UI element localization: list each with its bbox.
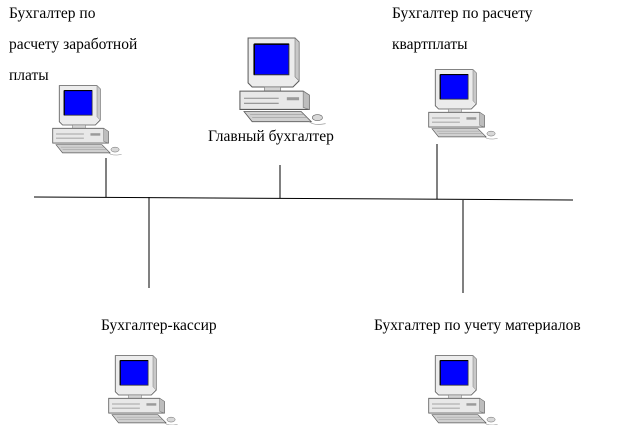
computer-icon-materials: [428, 355, 499, 426]
label-materials-line-1: Бухгалтер по учету материалов: [374, 317, 581, 334]
label-chief-line-1: Главный бухгалтер: [208, 128, 334, 145]
label-rent-line-1: Бухгалтер по расчету: [392, 5, 533, 22]
label-cashier: Бухгалтер-кассир: [101, 310, 217, 341]
label-payroll-line-2: расчету заработной: [9, 36, 138, 53]
label-cashier-line-1: Бухгалтер-кассир: [101, 317, 217, 334]
network-bus-line: [33, 196, 574, 201]
computer-icon-cashier: [108, 355, 179, 426]
label-payroll: Бухгалтер по расчету заработной платы: [9, 0, 137, 91]
label-payroll-line-3: платы: [9, 67, 49, 84]
computer-icon-payroll: [52, 85, 123, 156]
computer-icon-chief: [239, 37, 327, 126]
computer-icon-rent: [428, 69, 499, 140]
label-rent: Бухгалтер по расчету квартплаты: [392, 0, 533, 60]
label-materials: Бухгалтер по учету материалов: [374, 310, 581, 341]
label-rent-line-2: квартплаты: [392, 36, 468, 53]
label-payroll-line-1: Бухгалтер по: [9, 5, 96, 22]
label-chief: Главный бухгалтер: [208, 121, 334, 152]
